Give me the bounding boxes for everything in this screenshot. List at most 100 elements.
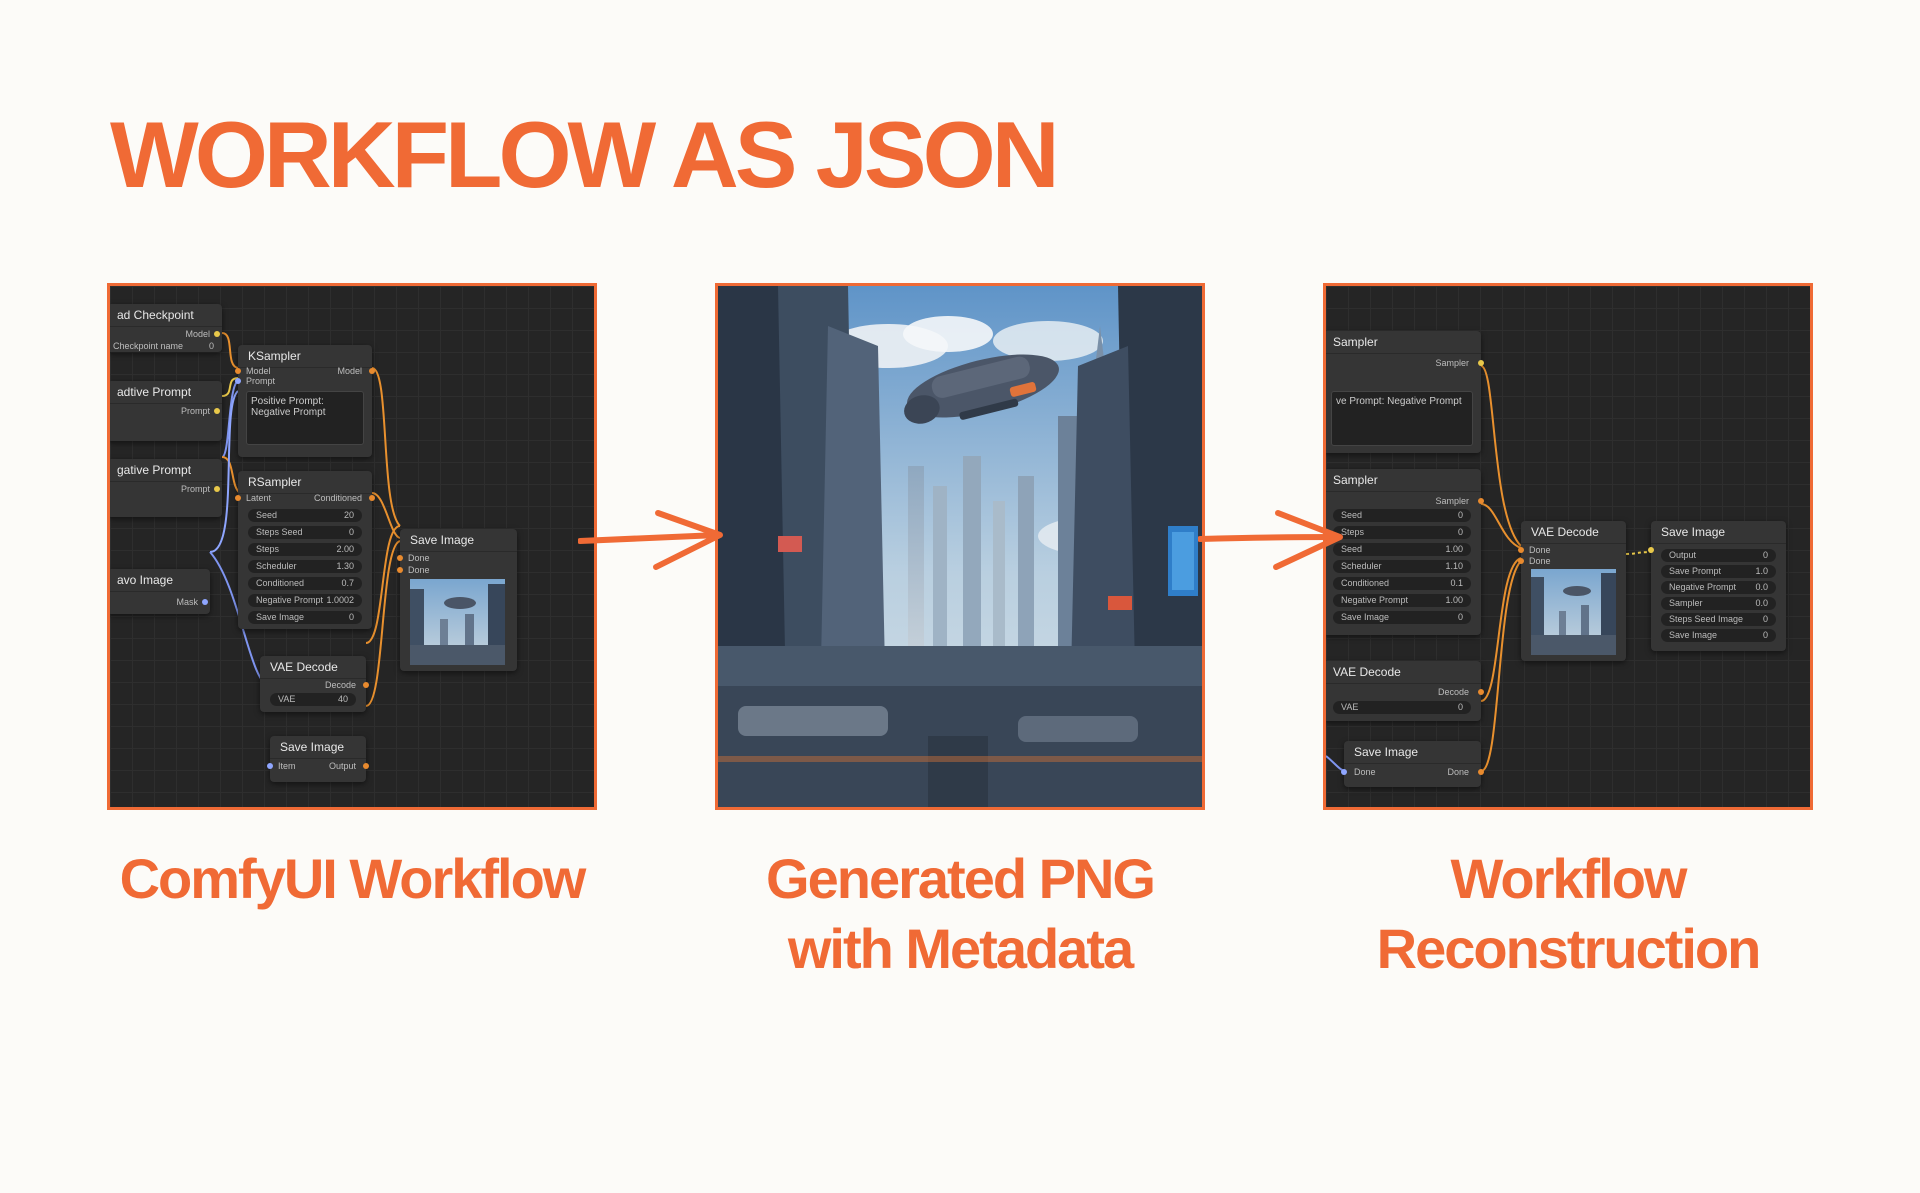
- reconstructed-top-node[interactable]: Sampler Sampler ve Prompt: Negative Prom…: [1326, 331, 1484, 453]
- save-image-node-preview[interactable]: Save Image Done Done: [397, 529, 517, 671]
- load-checkpoint-node[interactable]: ad Checkpoint Model Checkpoint name 0: [110, 304, 222, 352]
- parameter-value: 0.1: [1450, 578, 1463, 588]
- prompt-textbox[interactable]: Positive Prompt: Negative Prompt: [246, 391, 364, 445]
- output-socket[interactable]: [214, 486, 220, 492]
- save-image-node-bottom[interactable]: Save Image Item Output: [267, 736, 369, 782]
- output-socket[interactable]: [363, 763, 369, 769]
- model-input-socket[interactable]: [235, 368, 241, 374]
- output-socket[interactable]: [1478, 360, 1484, 366]
- positive-prompt-node[interactable]: adtive Prompt Prompt: [110, 381, 222, 441]
- node-title: Sampler: [1326, 331, 1481, 354]
- vae-widget-label: VAE: [278, 694, 296, 704]
- arrow-to-reconstruction: [1198, 510, 1343, 570]
- workflow-reconstruction-panel[interactable]: Sampler Sampler ve Prompt: Negative Prom…: [1323, 283, 1813, 810]
- done-output-socket[interactable]: [1478, 769, 1484, 775]
- parameter-value: 1.00: [1445, 544, 1463, 554]
- reconstructed-vae-preview-node[interactable]: VAE Decode Done Done: [1518, 521, 1626, 661]
- prompt-input-socket[interactable]: [235, 378, 241, 384]
- done-input-socket[interactable]: [397, 567, 403, 573]
- node-title: avo Image: [110, 569, 210, 592]
- generated-city-image: [718, 286, 1202, 807]
- done-input-label: Done: [408, 553, 430, 563]
- generated-png-panel[interactable]: [715, 283, 1205, 810]
- output-label: Mask: [176, 597, 198, 607]
- image-preview: [410, 579, 505, 665]
- item-input-socket[interactable]: [267, 763, 273, 769]
- parameter-value: 1.30: [336, 561, 354, 571]
- decode-output-socket[interactable]: [363, 682, 369, 688]
- parameter-widget[interactable]: Seed 0: [1333, 509, 1471, 522]
- done-output-label: Done: [1447, 767, 1469, 777]
- output-socket[interactable]: [1478, 498, 1484, 504]
- reconstructed-save-image-bottom[interactable]: Save Image Done Done: [1341, 741, 1484, 787]
- parameter-widget[interactable]: Seed 20: [248, 509, 362, 522]
- parameter-label: Negative Prompt: [256, 595, 324, 605]
- comfyui-workflow-panel[interactable]: ad Checkpoint Model Checkpoint name 0 ad…: [107, 283, 597, 810]
- caption-workflow-reconstruction: Workflow Reconstruction: [1258, 844, 1878, 984]
- negative-prompt-node[interactable]: gative Prompt Prompt: [110, 459, 222, 517]
- parameter-value: 0: [348, 527, 354, 537]
- parameter-value: 0: [1457, 510, 1463, 520]
- item-input-label: Item: [278, 761, 296, 771]
- decode-output-socket[interactable]: [1478, 689, 1484, 695]
- vae-widget-value: 40: [337, 694, 348, 704]
- vae-widget[interactable]: VAE 40: [270, 693, 356, 706]
- parameter-label: Sampler: [1669, 598, 1703, 608]
- parameter-value: 20: [343, 510, 354, 520]
- ksampler-node[interactable]: KSampler Model Model Prompt Positive Pro…: [235, 345, 375, 457]
- conditioned-output-socket[interactable]: [369, 495, 375, 501]
- done-input-socket[interactable]: [397, 555, 403, 561]
- parameter-value: 0: [1762, 630, 1768, 640]
- parameter-label: Steps Seed Image: [1669, 614, 1744, 624]
- node-title: RSampler: [238, 471, 372, 494]
- arrow-to-png: [578, 510, 723, 570]
- done-input-socket[interactable]: [1341, 769, 1347, 775]
- prompt-textbox[interactable]: ve Prompt: Negative Prompt: [1331, 391, 1473, 446]
- vae-widget-value: 0: [1457, 702, 1463, 712]
- node-title: Save Image: [400, 529, 517, 552]
- parameter-value: 1.10: [1445, 561, 1463, 571]
- parameter-widget[interactable]: Conditioned 0.1: [1333, 577, 1471, 590]
- output-socket[interactable]: [214, 331, 220, 337]
- parameter-label: Seed: [256, 510, 278, 520]
- input-socket[interactable]: [1648, 547, 1654, 553]
- model-output-socket[interactable]: [369, 368, 375, 374]
- node-title: VAE Decode: [1521, 521, 1626, 544]
- parameter-label: Seed: [1341, 510, 1363, 520]
- output-label: Model: [185, 329, 210, 339]
- parameter-label: Save Image: [1341, 612, 1390, 622]
- done-input-socket[interactable]: [1518, 558, 1524, 564]
- parameter-label: Conditioned: [1341, 578, 1390, 588]
- latent-input-socket[interactable]: [235, 495, 241, 501]
- parameter-label: Save Prompt: [1669, 566, 1722, 576]
- done-input-socket[interactable]: [1518, 547, 1524, 553]
- output-socket[interactable]: [214, 408, 220, 414]
- load-image-node[interactable]: avo Image Mask: [110, 569, 210, 614]
- output-label: Output: [328, 761, 356, 771]
- parameter-value: 0.7: [341, 578, 354, 588]
- output-socket[interactable]: [202, 599, 208, 605]
